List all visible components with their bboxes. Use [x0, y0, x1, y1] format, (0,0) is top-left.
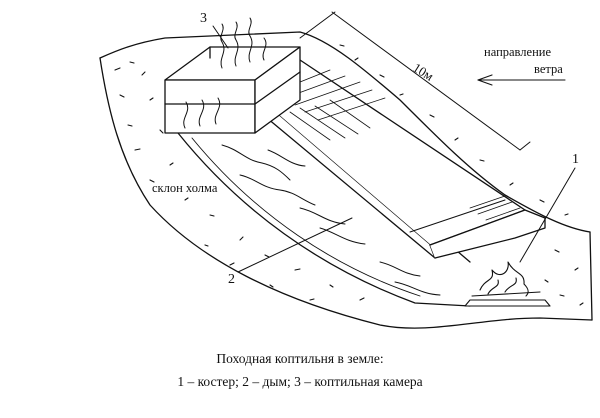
smoking-chamber [164, 46, 301, 134]
label-1: 1 [572, 152, 579, 167]
trench-front-wall [177, 132, 471, 307]
dimension-tick-top [299, 11, 336, 39]
cover-crossbar [409, 199, 506, 233]
label-2: 2 [228, 272, 235, 287]
wind-label-line2: ветра [534, 62, 563, 76]
smoke-above-chamber [220, 17, 267, 69]
hillside-right-edge [589, 231, 593, 321]
trench-bottom [191, 137, 421, 297]
wind-label-line1: направление [484, 45, 551, 59]
ground-texture [114, 44, 584, 306]
smoke-in-channel [221, 144, 441, 296]
smoke-in-chamber [183, 97, 221, 129]
caption-legend: 1 – костер; 2 – дым; 3 – коптильная каме… [177, 374, 423, 389]
wind-arrow-head [477, 74, 493, 86]
slope-label: склон холма [152, 181, 218, 195]
cover-hatching [274, 69, 521, 221]
channel-cover-end [429, 209, 546, 259]
length-label: 10м [410, 60, 436, 84]
ground-line [99, 57, 593, 329]
dimension-line [331, 11, 521, 151]
leader-line-1 [519, 167, 576, 263]
leader-line-3 [212, 25, 229, 49]
hillside-outline [99, 31, 591, 233]
label-3: 3 [200, 11, 207, 26]
leader-line-2 [237, 217, 353, 273]
caption-title: Походная коптильня в земле: [216, 351, 384, 366]
dimension-tick-bottom [519, 141, 531, 151]
campfire [464, 261, 551, 307]
